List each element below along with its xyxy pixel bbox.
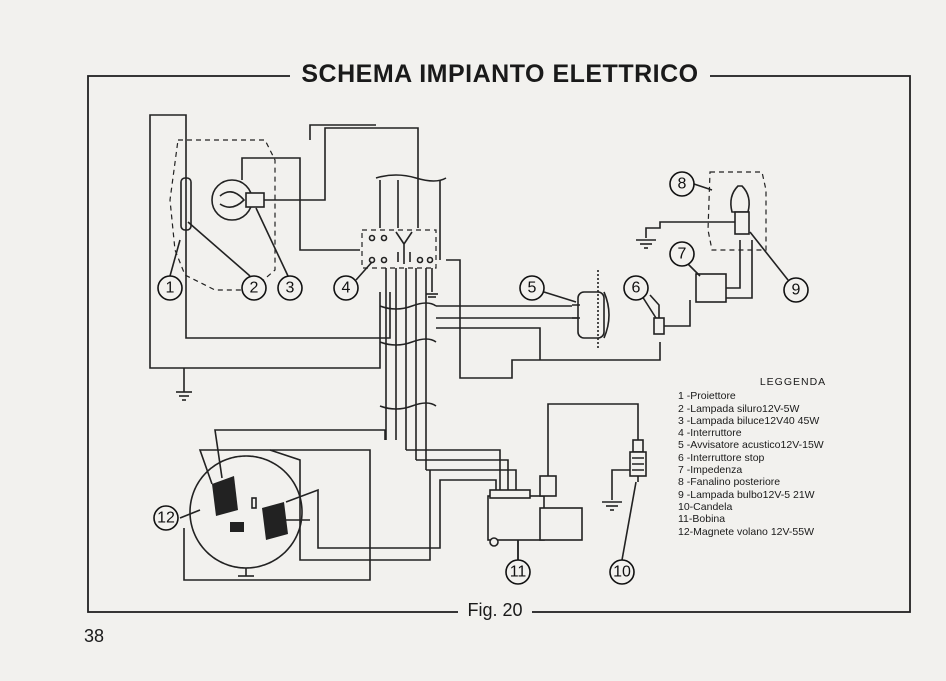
legend: LEGGENDA 1 -Proiettore 2 -Lampada siluro… — [678, 376, 898, 538]
figure-caption: Fig. 20 — [458, 600, 532, 621]
callout-2: 2 — [250, 280, 259, 297]
legend-item: 4 -Interruttore — [678, 427, 742, 440]
legend-item: 9 -Lampada bulbo12V-5 21W — [678, 488, 815, 501]
headlamp-wiring — [149, 114, 419, 401]
legend-item: 8 -Fanalino posteriore — [678, 476, 781, 489]
callout-3: 3 — [286, 280, 295, 297]
spark-plug — [547, 403, 647, 511]
callout-11: 11 — [510, 564, 527, 581]
harness — [379, 259, 661, 490]
flywheel-magneto — [183, 429, 497, 581]
legend-title: LEGGENDA — [759, 376, 827, 388]
diagram-title: SCHEMA IMPIANTO ELETTRICO — [290, 60, 710, 89]
ignition-coil — [487, 475, 583, 560]
switch-block — [361, 174, 447, 300]
legend-item: 7 -Impedenza — [678, 464, 743, 477]
callouts: 1 2 3 4 5 6 7 8 9 10 11 12 — [153, 171, 809, 585]
headlamp — [169, 139, 276, 291]
legend-item: 11-Bobina — [678, 513, 726, 526]
callout-4: 4 — [342, 280, 351, 297]
callout-1: 1 — [166, 280, 175, 297]
page-number: 38 — [84, 626, 105, 646]
legend-item: 10-Candela — [678, 500, 733, 513]
callout-5: 5 — [528, 280, 537, 297]
horn — [436, 270, 610, 350]
legend-item: 6 -Interruttore stop — [678, 451, 765, 464]
callout-6: 6 — [632, 280, 641, 297]
stop-switch — [649, 294, 691, 335]
legend-item: 12-Magnete volano 12V-55W — [678, 525, 815, 538]
legend-item: 3 -Lampada biluce12V40 45W — [678, 414, 820, 427]
tail-light — [636, 171, 767, 251]
legend-item: 5 -Avvisatore acustico12V-15W — [678, 439, 824, 452]
callout-10: 10 — [613, 564, 631, 581]
callout-8: 8 — [678, 176, 687, 193]
callout-7: 7 — [678, 246, 687, 263]
callout-12: 12 — [157, 510, 175, 527]
callout-9: 9 — [792, 282, 801, 299]
impedance — [695, 240, 753, 303]
legend-item: 1 -Proiettore — [678, 390, 736, 403]
legend-item: 2 -Lampada siluro12V-5W — [678, 402, 800, 415]
